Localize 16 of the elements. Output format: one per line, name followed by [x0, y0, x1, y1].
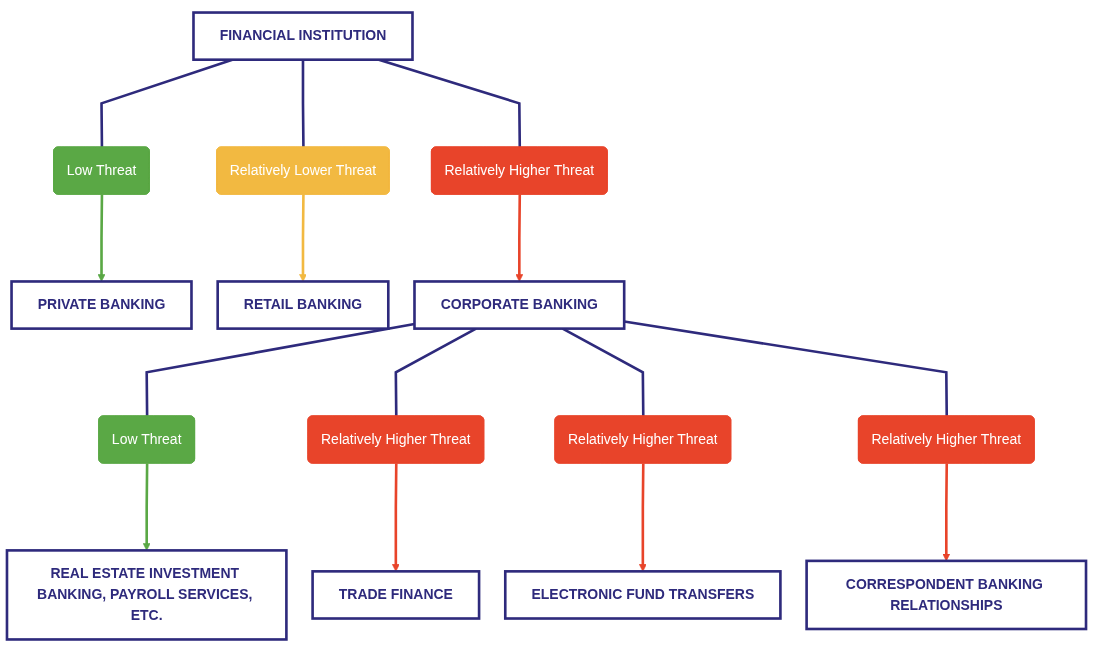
node-box: FINANCIAL INSTITUTION — [192, 11, 414, 61]
arrow — [639, 463, 647, 572]
connector — [301, 59, 305, 148]
arrow — [392, 463, 400, 572]
arrow — [97, 194, 106, 282]
node-box: TRADE FINANCE — [311, 570, 481, 620]
node-box: REAL ESTATE INVESTMENT BANKING, PAYROLL SERVICES, ETC. — [5, 549, 288, 641]
arrow — [515, 194, 524, 282]
node-box: CORRESPONDENT BANKING RELATIONSHIPS — [805, 559, 1088, 631]
connector — [145, 322, 415, 417]
node-box: PRIVATE BANKING — [10, 280, 193, 330]
node-box: CORPORATE BANKING — [413, 280, 626, 330]
arrow — [299, 194, 307, 282]
node-box: RETAIL BANKING — [216, 280, 390, 330]
node-box: ELECTRONIC FUND TRANSFERS — [503, 570, 782, 620]
arrow — [142, 463, 151, 551]
